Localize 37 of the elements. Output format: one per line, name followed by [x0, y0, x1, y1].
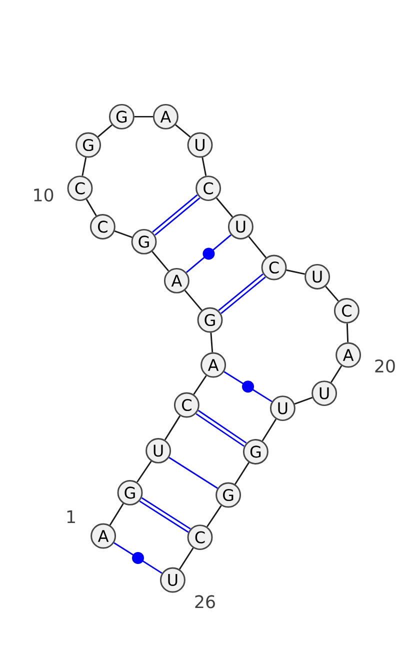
backbone-line	[294, 396, 313, 405]
backbone-line	[134, 116, 153, 118]
position-number: 26	[195, 595, 215, 608]
backbone-line	[152, 250, 170, 272]
backbone-line	[202, 157, 207, 176]
backbone-line	[216, 198, 234, 218]
backbone-line	[109, 503, 124, 526]
backbone-line	[330, 365, 342, 383]
base-pair-line	[224, 371, 272, 402]
backbone-line	[325, 286, 339, 302]
backbone-line	[234, 462, 250, 485]
base-pair-line	[139, 497, 191, 533]
backbone-line	[286, 269, 305, 275]
backbone-line	[206, 505, 222, 528]
backbone-line	[98, 124, 112, 138]
backbone-line	[178, 548, 194, 570]
backbone-line	[164, 415, 181, 440]
backbone-line	[248, 236, 267, 258]
position-number: 1	[67, 510, 75, 524]
backbone-line	[184, 290, 202, 311]
base-pair-line	[152, 194, 200, 236]
backbone-line	[86, 198, 97, 216]
base-pair-line	[218, 274, 266, 314]
backbone-line	[346, 323, 349, 342]
base-pair-line	[186, 234, 232, 274]
position-number: 10	[34, 188, 54, 202]
base-pair-line	[114, 542, 162, 574]
base-pair-line	[196, 410, 247, 447]
base-pair-line	[168, 456, 218, 489]
backbone-line	[262, 418, 277, 442]
position-number: 20	[375, 359, 395, 373]
backbone-line	[193, 375, 207, 395]
backbone-line	[82, 157, 87, 176]
backbone-line	[136, 460, 152, 483]
backbone-line	[175, 124, 191, 138]
backbone-line	[114, 230, 132, 238]
backbone-line	[210, 332, 214, 352]
